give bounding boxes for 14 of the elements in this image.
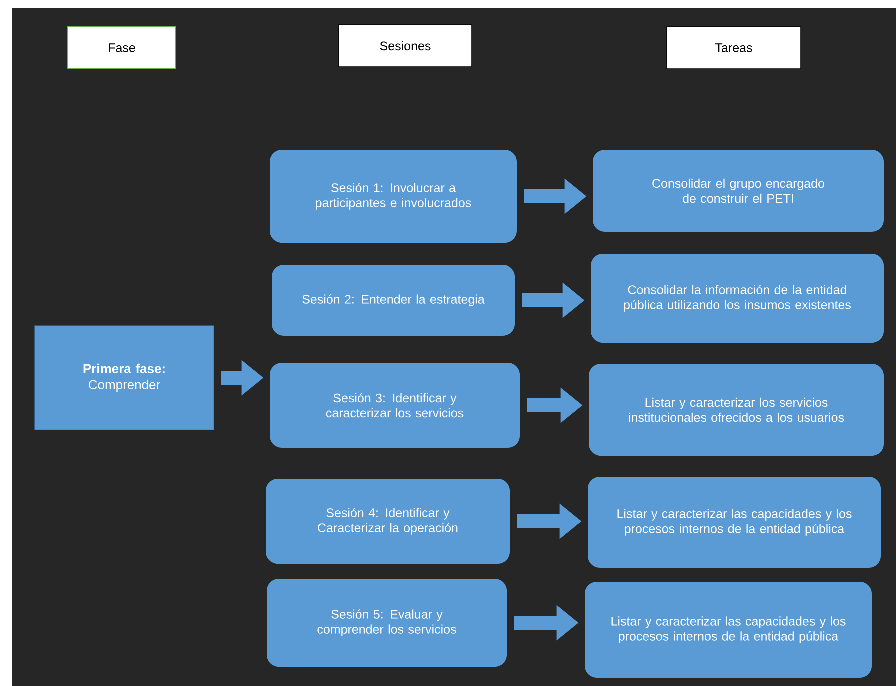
process-box: Sesión 1: Involucrar a participantes e involucrados (270, 150, 517, 243)
header-box: Tareas (666, 26, 802, 70)
process-box: Sesión 2: Entender la estrategia (272, 265, 515, 336)
phase-box: Primera fase: Comprender (34, 326, 214, 430)
process-box: Listar y caracterizar las capacidades y los procesos internos de la entidad pública (585, 582, 872, 678)
header-box: Sesiones (338, 24, 472, 68)
process-box: Sesión 5: Evaluar y comprender los servicios (267, 579, 507, 667)
process-box: Consolidar la información de la entidad pública utilizando los insumos existentes (591, 254, 884, 343)
process-box: Sesión 3: Identificar y caracterizar los servicios (270, 363, 520, 448)
process-box: Listar y caracterizar las capacidades y los procesos internos de la entidad pública (588, 477, 881, 568)
process-box: Listar y caracterizar los servicios institucionales ofrecidos a los usuarios (589, 364, 884, 456)
header-box: Fase (68, 26, 176, 70)
process-box: Sesión 4: Identificar y Caracterizar la operación (266, 479, 510, 564)
process-box: Consolidar el grupo encargado de construir el PETI (593, 150, 884, 232)
